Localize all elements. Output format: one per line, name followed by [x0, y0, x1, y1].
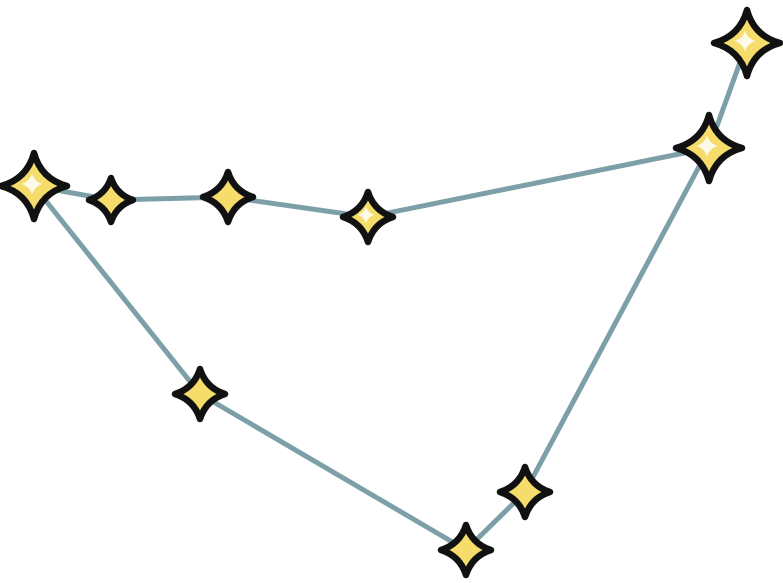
star-s2-four-point-sparkle-icon	[85, 174, 137, 226]
star-s1-four-point-sparkle-icon	[0, 149, 71, 223]
star-shape	[437, 521, 495, 579]
star-shape	[85, 174, 137, 226]
star-s7-four-point-sparkle-icon	[496, 463, 554, 521]
connection-line-s5-s7	[522, 145, 712, 495]
connection-line-s8-s9	[197, 391, 469, 553]
connection-line-s9-s1	[31, 183, 203, 397]
star-s6-four-point-sparkle-icon	[710, 6, 783, 80]
star-s9-four-point-sparkle-icon	[171, 365, 229, 423]
star-glint-icon	[734, 30, 756, 52]
connection-line-s4-s5	[365, 145, 712, 220]
connection-lines	[31, 40, 750, 553]
star-shape	[496, 463, 554, 521]
star-s4-four-point-sparkle-icon	[339, 188, 397, 246]
star-glint-icon	[696, 135, 718, 157]
star-glint-icon	[358, 207, 374, 223]
star-shape	[199, 168, 257, 226]
star-shape	[171, 365, 229, 423]
stars	[0, 6, 783, 579]
star-s3-four-point-sparkle-icon	[199, 168, 257, 226]
star-glint-icon	[21, 173, 43, 195]
star-s8-four-point-sparkle-icon	[437, 521, 495, 579]
star-s5-four-point-sparkle-icon	[672, 111, 746, 185]
